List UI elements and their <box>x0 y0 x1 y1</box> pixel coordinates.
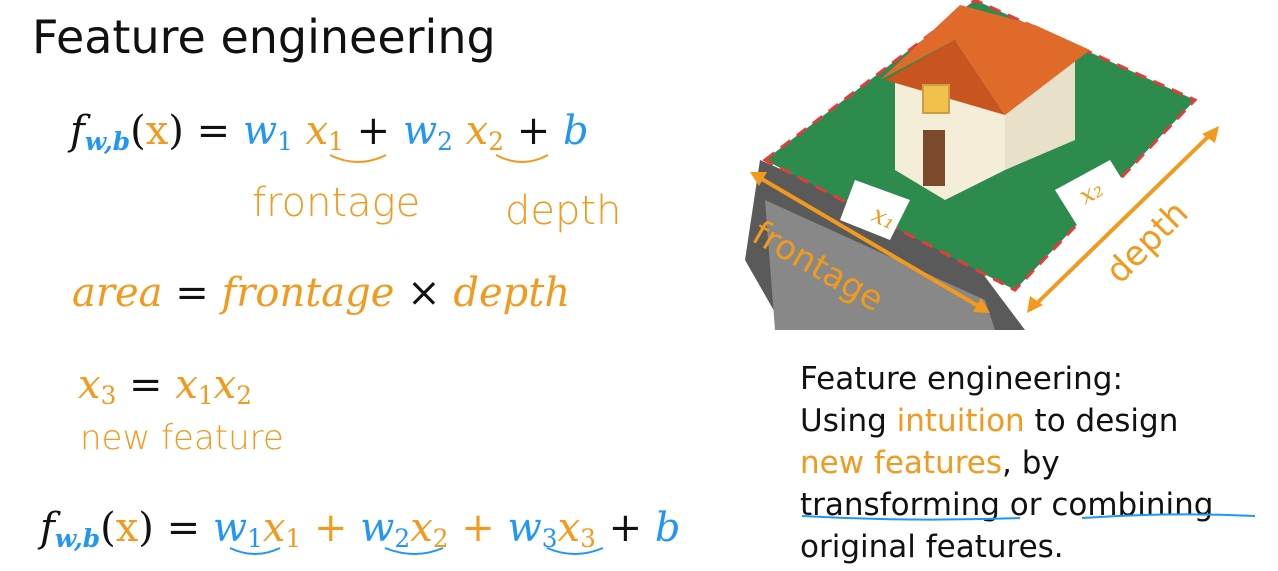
param-subscript: w,b <box>84 127 131 157</box>
depth-arrow <box>1028 128 1217 312</box>
x2-sign <box>1055 160 1135 230</box>
depth-label: depth <box>505 188 622 234</box>
model-equation-2: fw,b(x) = w1x1 + w2x2 + w3x3 + b <box>40 505 681 554</box>
x3-equation: x3 = x1x2 <box>78 362 252 411</box>
eq1-underline-arcs <box>329 154 549 163</box>
definition-underlines <box>801 513 1256 521</box>
area-equation: area = frontage × depth <box>72 270 571 316</box>
slide-title: Feature engineering <box>32 10 496 64</box>
model-equation-1: fw,b(x) = w1 x1 + w2 x2 + b <box>70 108 589 157</box>
vector-x: x <box>145 108 169 154</box>
door <box>923 130 945 186</box>
frontage-label: frontage <box>252 180 421 226</box>
x1-sign <box>840 180 910 240</box>
definition-text: Feature engineering: Using intuition to … <box>800 361 1214 565</box>
roof <box>880 5 1090 115</box>
window <box>922 84 950 114</box>
house-lot-illustration: x₁ x₂ frontage depth <box>745 0 1219 330</box>
eq4-underline-arcs <box>229 547 604 555</box>
frontage-arrow <box>753 173 987 312</box>
new-feature-label: new feature <box>80 418 284 458</box>
